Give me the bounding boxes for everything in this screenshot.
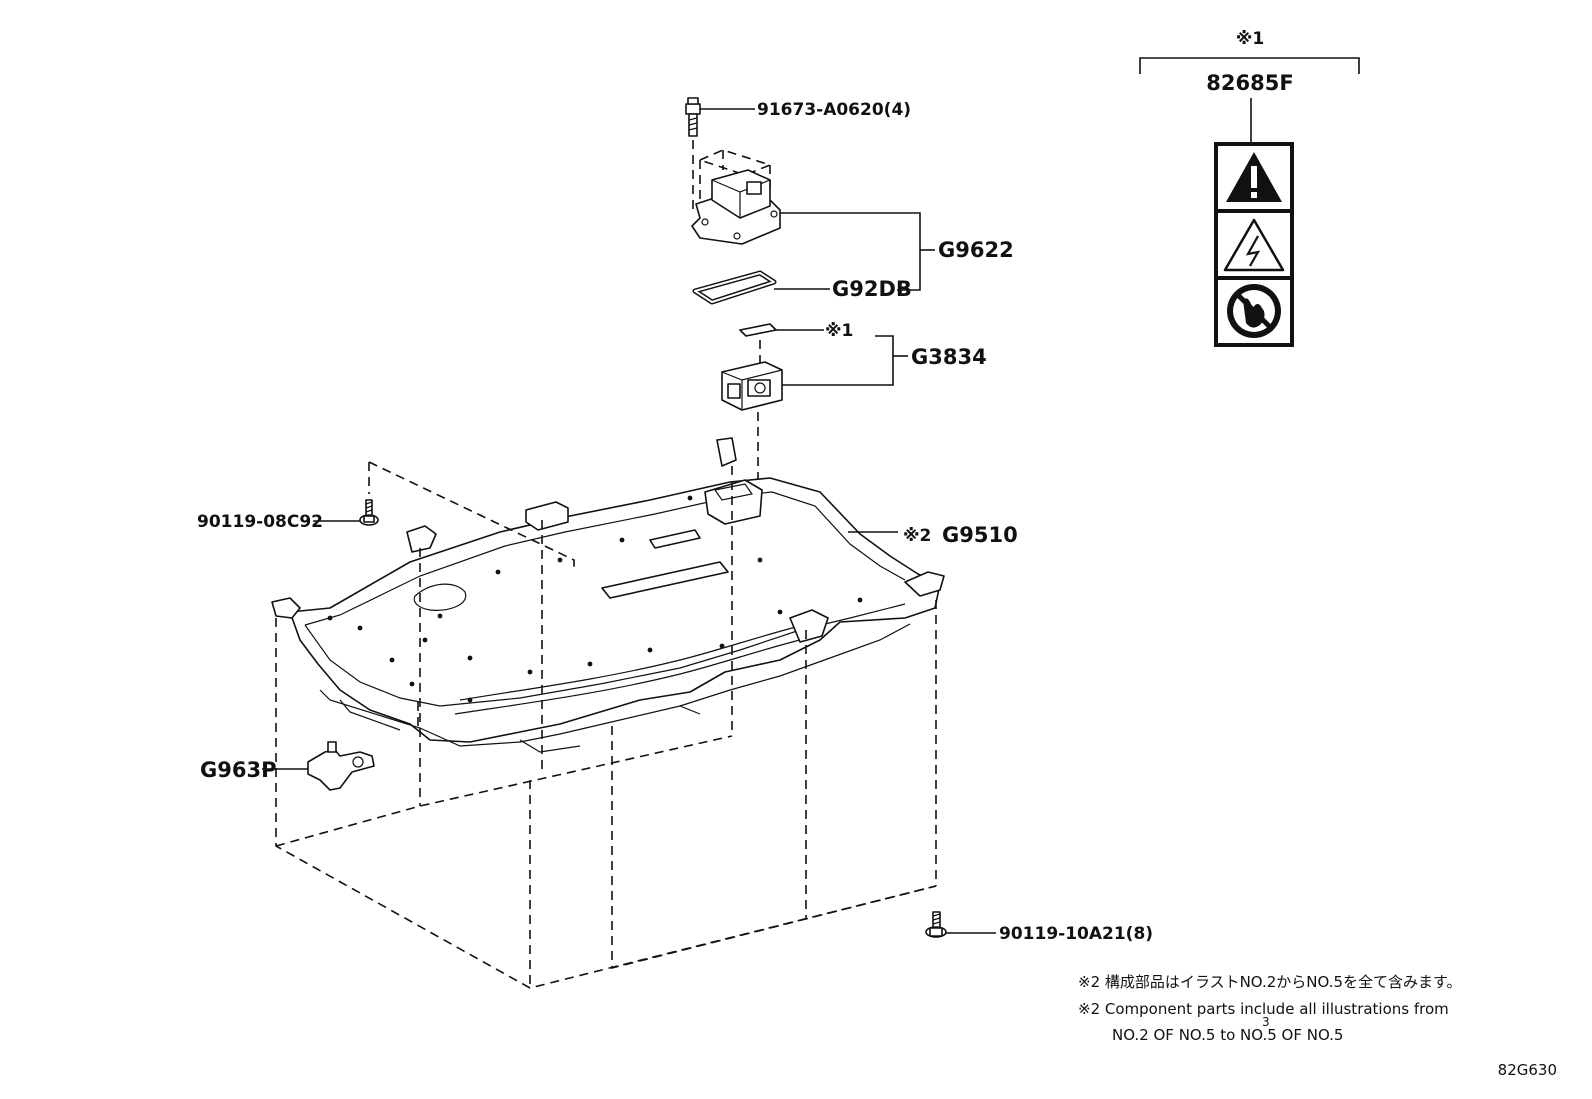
caution-label-group: ※1 82685F [1139, 29, 1360, 347]
battery-ref-mark: ※2 [903, 526, 931, 546]
hv-battery-assy[interactable] [271, 437, 945, 753]
cover-assy-part-number[interactable]: G9622 [938, 238, 1014, 262]
no-touch-icon [1227, 284, 1281, 338]
caution-ref-mark: ※1 [1236, 29, 1264, 49]
bolt-bottom[interactable] [925, 911, 947, 938]
service-plug-cover[interactable] [691, 169, 781, 245]
cover-bracket [780, 212, 921, 291]
relay-assy-part-number[interactable]: G3834 [911, 345, 987, 369]
battery-part-number[interactable]: G9510 [942, 523, 1018, 547]
diagram-code: 82G630 [1498, 1061, 1557, 1079]
note-english-line2: NO.2 OF NO.5 to NO.5 OF NO.5 [1112, 1026, 1343, 1044]
mounting-guide-box [275, 466, 937, 989]
bolt-top[interactable] [685, 97, 701, 137]
service-plug-grip[interactable] [721, 361, 783, 411]
screw-left-guide [368, 461, 575, 572]
screw-left-part-number[interactable]: 90119-08C92 [197, 512, 323, 532]
cover-gasket[interactable] [692, 270, 777, 305]
warning-triangle-icon [1226, 152, 1282, 202]
note-english-line1: ※2 Component parts include all illustrat… [1078, 1000, 1449, 1018]
note-japanese: ※2 構成部品はイラストNO.2からNO.5を全て含みます。 [1078, 973, 1462, 991]
page-marker: 3 [1262, 1015, 1270, 1029]
bolt-top-part-number[interactable]: 91673-A0620(4) [757, 100, 911, 120]
bolt-bottom-part-number[interactable]: 90119-10A21(8) [999, 924, 1153, 944]
caution-label-number[interactable]: 82685F [1206, 71, 1293, 95]
gasket-part-number[interactable]: G92DB [832, 277, 912, 301]
grip-bracket [782, 335, 894, 386]
high-voltage-icon [1223, 218, 1285, 272]
sensor-part-number[interactable]: G963P [200, 758, 276, 782]
label-sticker[interactable] [739, 323, 777, 337]
caution-bracket [1139, 57, 1360, 74]
temp-sensor[interactable] [307, 741, 375, 791]
sticker-ref-mark: ※1 [825, 321, 853, 341]
screw-left[interactable] [359, 499, 379, 526]
